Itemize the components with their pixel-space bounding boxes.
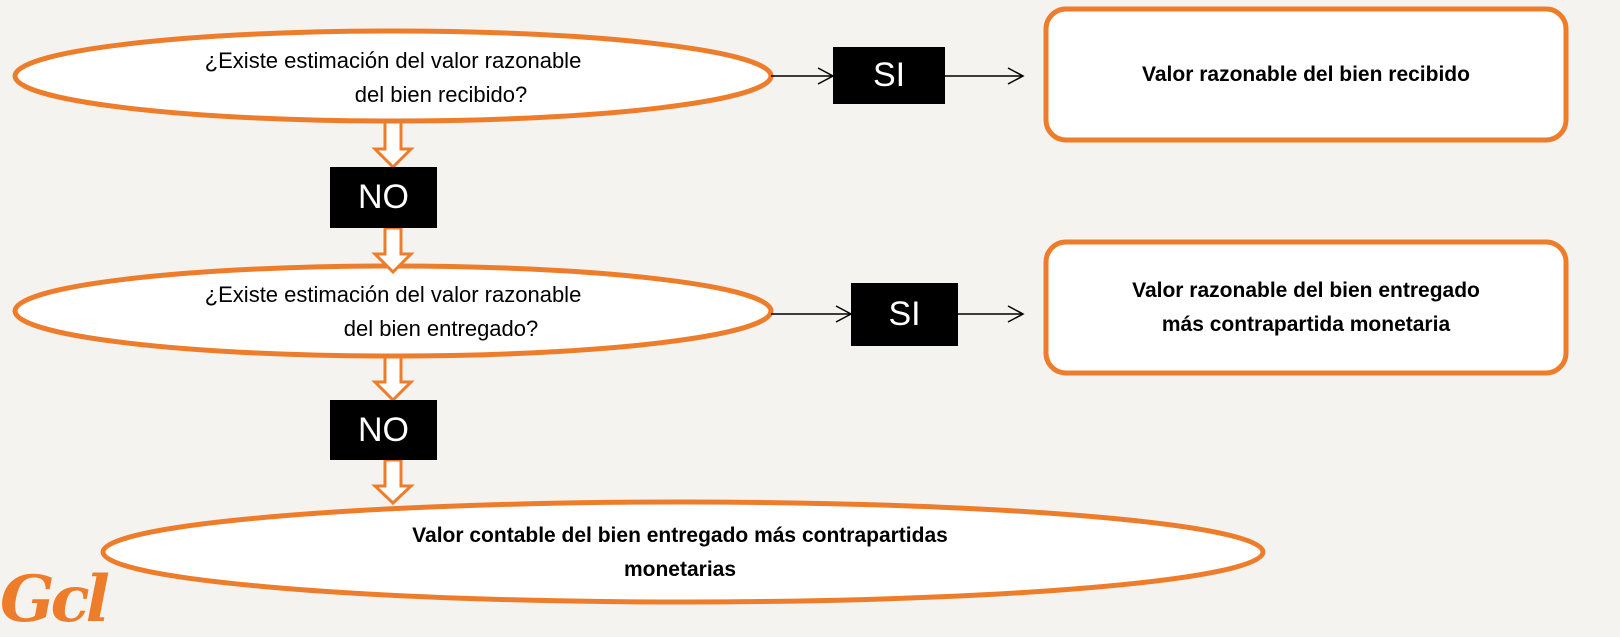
question-2-text: ¿Existe estimación del valor razonable d… [110, 278, 676, 346]
down-arrow-no-to-result-3 [371, 458, 415, 506]
result-1-box [1043, 6, 1569, 143]
no-label-2: NO [358, 410, 409, 449]
result-2-box [1043, 239, 1569, 376]
no-tag-1-box [330, 167, 437, 228]
down-arrow-no-to-q2 [371, 226, 415, 275]
arrowhead-si-to-result-1 [1007, 67, 1025, 85]
question-2-line-1: ¿Existe estimación del valor razonable [204, 282, 582, 307]
result-3-line-2: monetarias [623, 558, 737, 581]
yes-label-1: SI [872, 56, 906, 94]
yes-label-2: SI [888, 295, 921, 333]
down-arrow-q1-to-no [371, 120, 415, 170]
question-1-line-1: ¿Existe estimación del valor razonable [204, 48, 582, 73]
result-3-line-1: Valor contable del bien entregado más co… [412, 524, 948, 547]
question-2-line-2: del bien entregado? [343, 316, 539, 341]
yes-tag-1-box [833, 47, 945, 104]
arrowhead-si-to-result-2 [1007, 305, 1025, 323]
down-arrow-q2-to-no [371, 355, 415, 403]
result-2-text: Valor razonable del bien entregado más c… [1046, 242, 1566, 373]
logo: Gcl [0, 562, 110, 637]
no-label-1: NO [358, 178, 409, 216]
result-1-text: Valor razonable del bien recibido [1046, 9, 1566, 140]
flowchart [12, 6, 1569, 605]
question-1-text: ¿Existe estimación del valor razonable d… [110, 44, 676, 112]
result-3-ellipse [100, 499, 1266, 605]
question-1-line-2: del bien recibido? [354, 82, 528, 107]
result-1-label: Valor razonable del bien recibido [1142, 62, 1470, 86]
result-2-line-1: Valor razonable del bien entregado [1132, 278, 1480, 302]
result-2-line-2: más contrapartida monetaria [1161, 312, 1451, 336]
yes-tag-2-box [851, 283, 958, 346]
no-tag-2-box [330, 400, 437, 460]
result-3-text: Valor contable del bien entregado más co… [280, 518, 1080, 588]
